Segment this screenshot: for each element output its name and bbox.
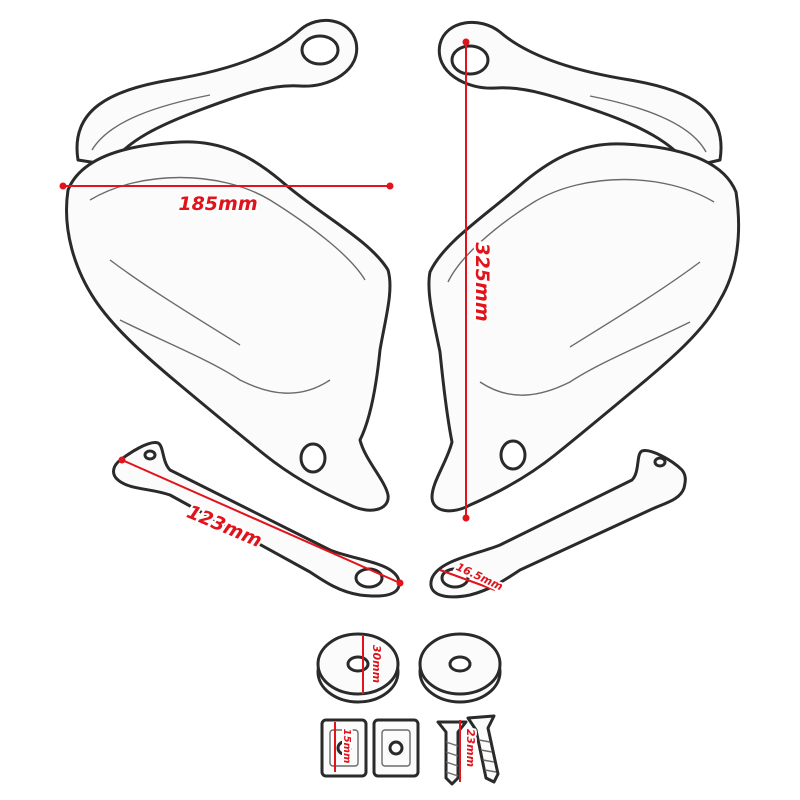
right-handguard xyxy=(427,20,741,513)
dimension-clip-nut: 15mm xyxy=(334,722,354,772)
dimension-label-width: 185mm xyxy=(178,193,257,215)
spacer-left xyxy=(316,632,400,704)
dimension-handguard-height: 325mm xyxy=(462,38,495,522)
dimension-label-clip: 15mm xyxy=(341,729,352,764)
dimension-spacer: 30mm xyxy=(362,636,385,694)
dimension-label-height: 325mm xyxy=(471,242,493,321)
spacer-right xyxy=(418,632,502,704)
dimension-screw: 23mm xyxy=(459,720,479,782)
dimension-label-spacer: 30mm xyxy=(370,645,383,683)
dimension-handguard-width: 185mm xyxy=(59,182,394,217)
screw-right xyxy=(466,714,500,784)
clip-nut-right xyxy=(372,718,420,778)
clip-nut-left xyxy=(320,718,368,778)
screw-left xyxy=(436,720,468,786)
left-handguard xyxy=(65,18,392,512)
dimension-label-screw: 23mm xyxy=(464,729,477,767)
